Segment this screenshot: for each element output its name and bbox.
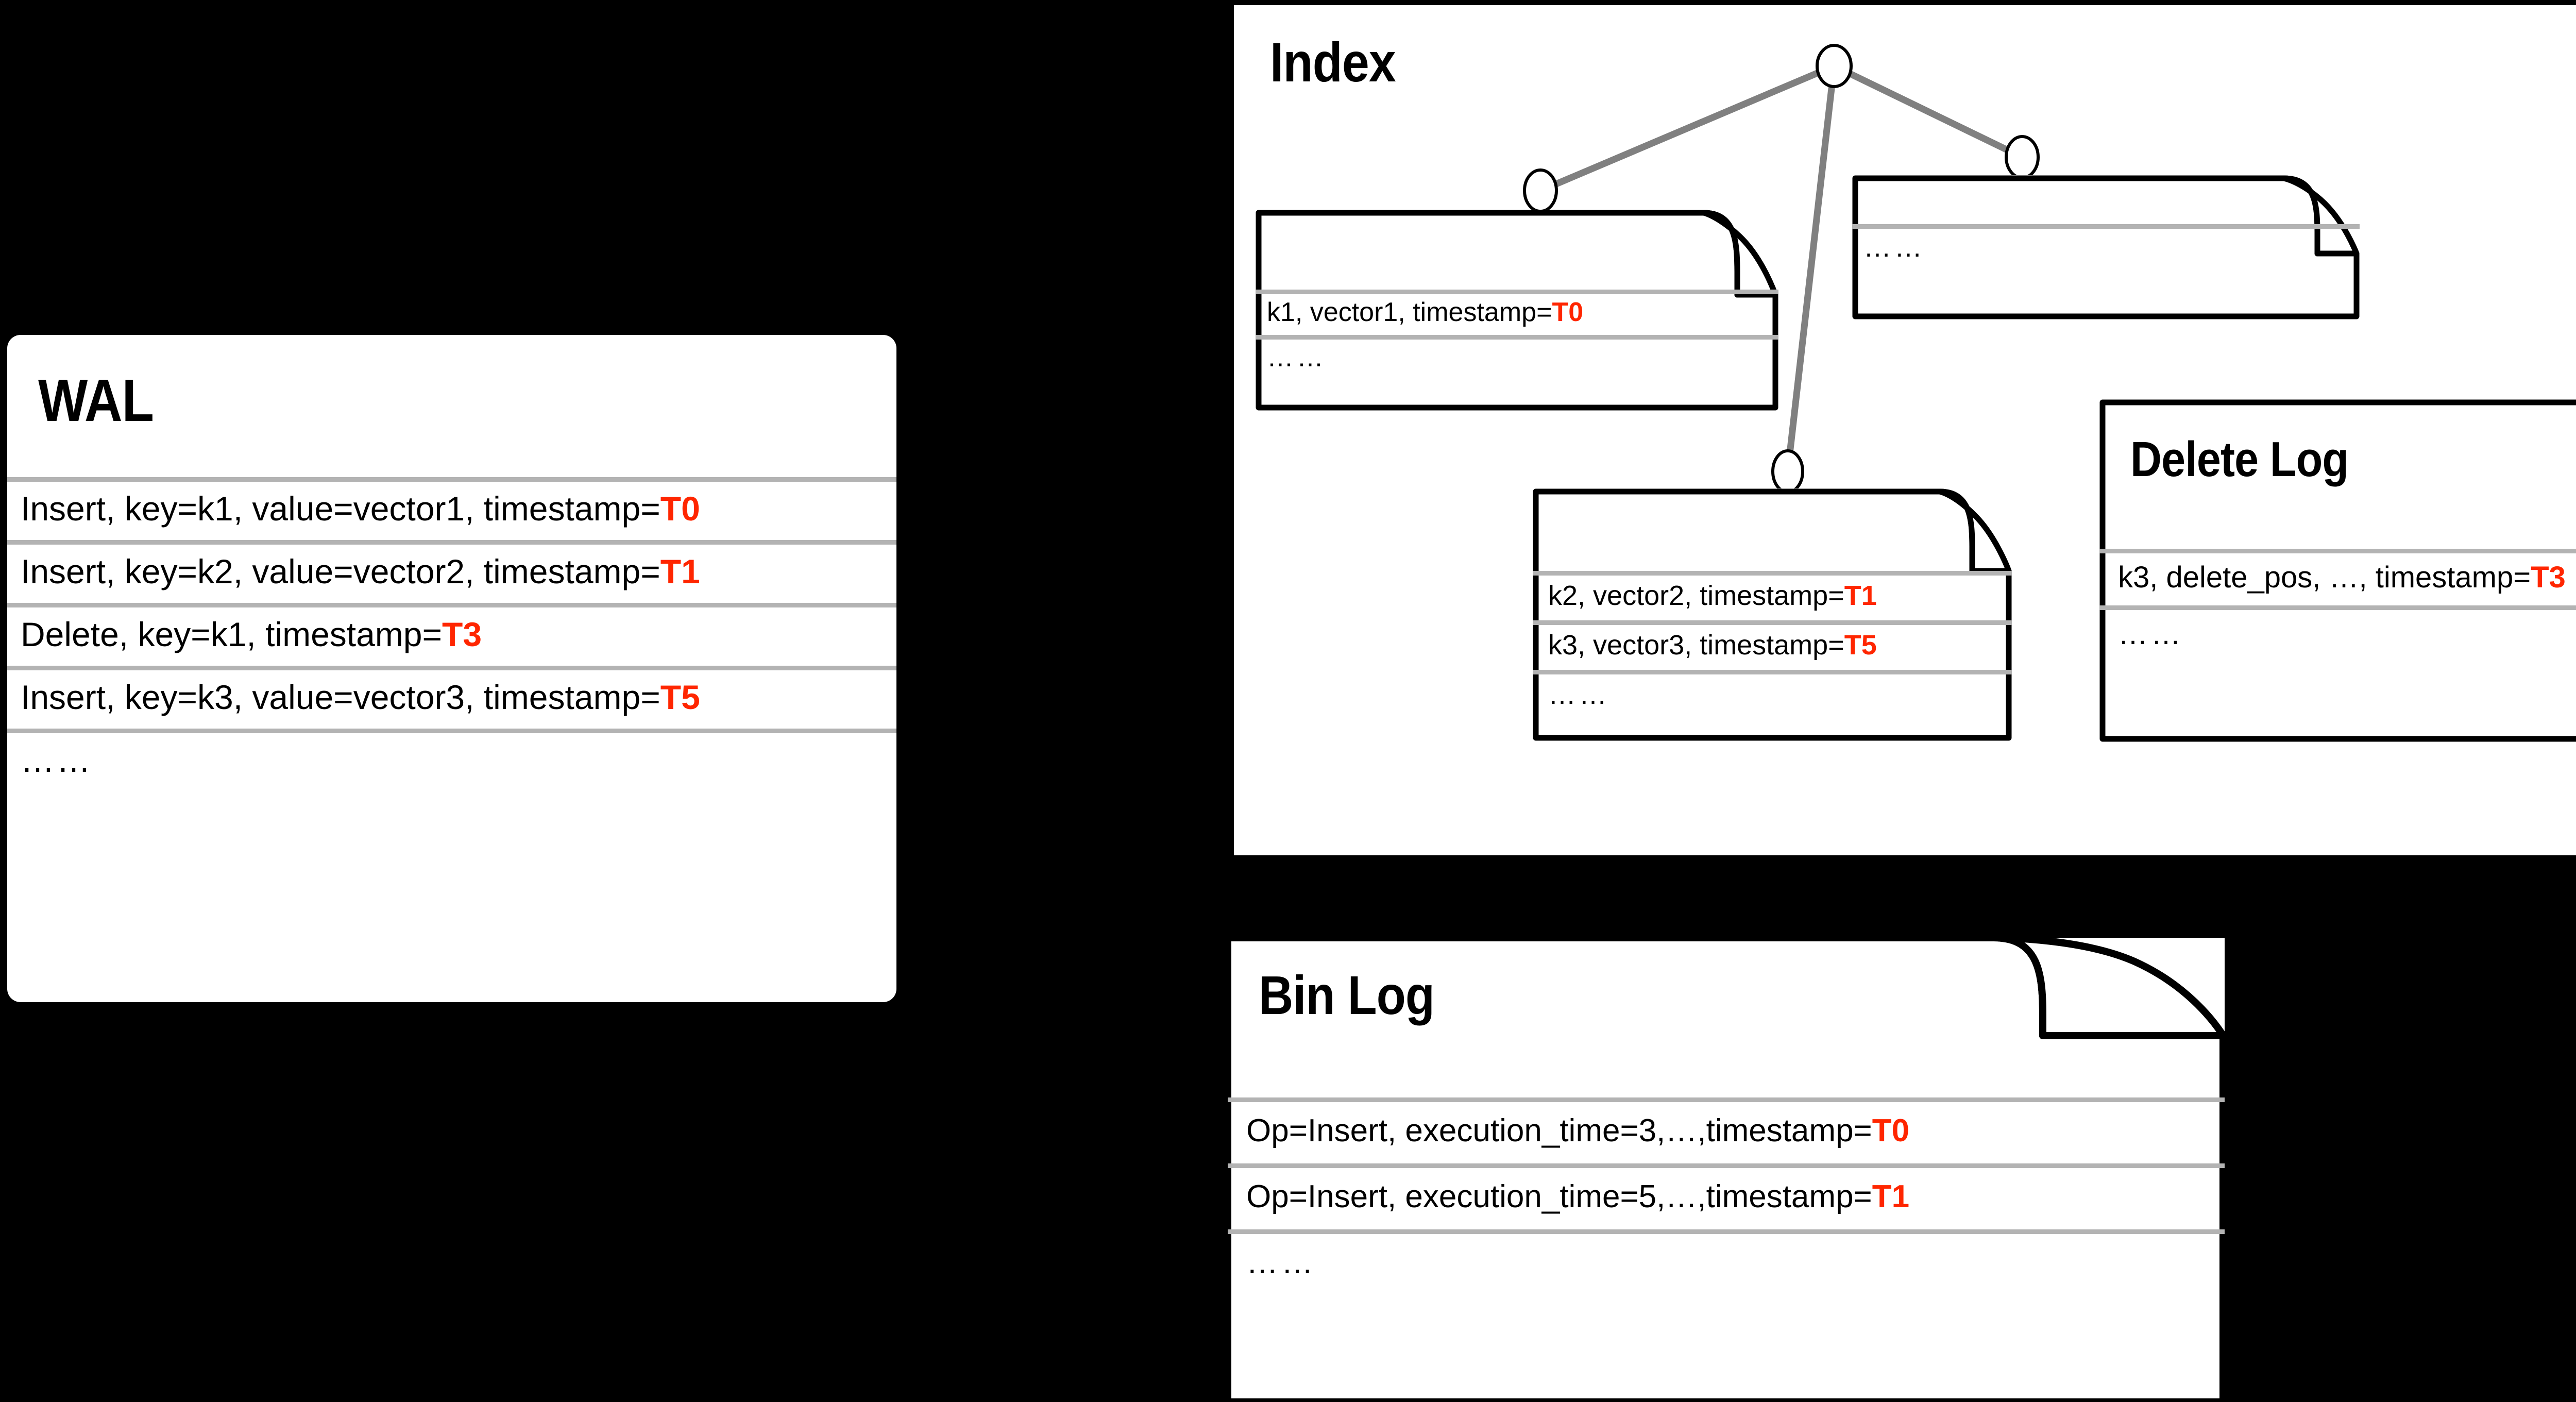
bin-log-row-list: Op=Insert, execution_time=3,…,timestamp=…	[1228, 1097, 2225, 1295]
timestamp-value: T3	[442, 615, 482, 653]
row-divider	[1533, 620, 2012, 625]
bin-log-panel: Bin Log Op=Insert, execution_time=3,…,ti…	[1224, 934, 2227, 1402]
table-row: ……	[2099, 605, 2576, 662]
timestamp-value: T3	[2531, 560, 2566, 594]
table-row: Insert, key=k3, value=vector3, timestamp…	[7, 666, 896, 729]
row-divider	[1228, 1163, 2225, 1168]
table-row: ……	[7, 729, 896, 791]
timestamp-value: T0	[660, 489, 700, 528]
table-row: k2, vector2, timestamp=T1	[1533, 571, 2012, 620]
tree-edge-root-bottom	[1784, 65, 1838, 472]
table-row: ……	[1256, 335, 1778, 380]
row-text: ……	[1863, 232, 1925, 263]
timestamp-value: T1	[1844, 580, 1877, 611]
row-divider	[1852, 224, 2360, 229]
row-text: Insert, key=k1, value=vector1, timestamp…	[21, 489, 700, 528]
row-text: k3, delete_pos, …, timestamp=T3	[2118, 560, 2566, 594]
timestamp-value: T5	[1844, 630, 1877, 661]
card-dots-row-list: ……	[1852, 224, 2360, 271]
table-row: ……	[1852, 224, 2360, 271]
row-text: Op=Insert, execution_time=3,…,timestamp=…	[1246, 1112, 1910, 1148]
row-text: ……	[1246, 1244, 1316, 1280]
row-text: k3, vector3, timestamp=T5	[1548, 630, 1877, 661]
timestamp-value: T5	[660, 678, 700, 716]
card-dots-outline	[1852, 175, 2360, 319]
row-text: Insert, key=k3, value=vector3, timestamp…	[21, 678, 700, 716]
row-text: k2, vector2, timestamp=T1	[1548, 580, 1877, 611]
delete-log-card: Delete Log k3, delete_pos, …, timestamp=…	[2099, 399, 2576, 742]
wal-row-list: Insert, key=k1, value=vector1, timestamp…	[7, 477, 896, 791]
index-leaf-card-k2-k3: k2, vector2, timestamp=T1 k3, vector3, ti…	[1533, 488, 2012, 741]
timestamp-value: T0	[1552, 297, 1584, 327]
table-row: k3, delete_pos, …, timestamp=T3	[2099, 549, 2576, 605]
row-text: Delete, key=k1, timestamp=T3	[21, 615, 482, 653]
card-k2-row-list: k2, vector2, timestamp=T1 k3, vector3, ti…	[1533, 571, 2012, 719]
index-leaf-card-k1: k1, vector1, timestamp=T0 ……	[1256, 210, 1778, 411]
index-leaf-card-ellipsis: ……	[1852, 175, 2360, 319]
card-k1-outline	[1256, 210, 1778, 411]
row-divider	[7, 603, 896, 607]
wal-panel: WAL Insert, key=k1, value=vector1, times…	[7, 335, 896, 1002]
row-divider	[1256, 290, 1778, 294]
row-text: k1, vector1, timestamp=T0	[1267, 297, 1584, 327]
row-divider	[1256, 335, 1778, 340]
row-text: ……	[21, 741, 93, 779]
delete-log-row-list: k3, delete_pos, …, timestamp=T3 ……	[2099, 549, 2576, 662]
table-row: Insert, key=k2, value=vector2, timestamp…	[7, 540, 896, 603]
row-divider	[2099, 549, 2576, 553]
row-divider	[1228, 1229, 2225, 1234]
delete-log-title: Delete Log	[2130, 432, 2349, 487]
wal-title: WAL	[38, 367, 154, 434]
timestamp-value: T1	[1872, 1178, 1910, 1214]
row-divider	[2099, 605, 2576, 610]
row-divider	[7, 729, 896, 733]
row-divider	[7, 477, 896, 482]
table-row: Op=Insert, execution_time=3,…,timestamp=…	[1228, 1097, 2225, 1163]
row-text: ……	[2118, 617, 2184, 651]
row-divider	[7, 540, 896, 545]
tree-node-bottom-child	[1771, 449, 1804, 494]
row-text: ……	[1267, 343, 1327, 373]
row-text: ……	[1548, 679, 1610, 710]
tree-node-root	[1816, 44, 1853, 88]
tree-edge-root-right	[1833, 63, 2024, 160]
table-row: Op=Insert, execution_time=5,…,timestamp=…	[1228, 1163, 2225, 1229]
table-row: k1, vector1, timestamp=T0	[1256, 290, 1778, 335]
bin-log-outline	[1224, 934, 2227, 1402]
row-divider	[1228, 1097, 2225, 1102]
timestamp-value: T0	[1872, 1112, 1910, 1148]
table-row: Insert, key=k1, value=vector1, timestamp…	[7, 477, 896, 540]
row-divider	[7, 666, 896, 670]
row-divider	[1533, 571, 2012, 576]
table-row: ……	[1228, 1229, 2225, 1295]
tree-node-right-child	[2005, 135, 2040, 179]
row-text: Op=Insert, execution_time=5,…,timestamp=…	[1246, 1178, 1910, 1214]
tree-edge-root-left	[1539, 63, 1836, 194]
table-row: Delete, key=k1, timestamp=T3	[7, 603, 896, 666]
delete-log-outline	[2099, 399, 2576, 742]
row-divider	[1533, 670, 2012, 674]
table-row: ……	[1533, 670, 2012, 719]
row-text: Insert, key=k2, value=vector2, timestamp…	[21, 552, 700, 590]
index-panel: Index k1, vector1, timestamp=T0 ……	[1234, 5, 2576, 855]
card-k1-row-list: k1, vector1, timestamp=T0 ……	[1256, 290, 1778, 380]
bin-log-title: Bin Log	[1259, 965, 1435, 1026]
table-row: k3, vector3, timestamp=T5	[1533, 620, 2012, 670]
tree-node-left-child	[1523, 168, 1558, 213]
timestamp-value: T1	[660, 552, 700, 590]
index-title: Index	[1270, 31, 1396, 93]
